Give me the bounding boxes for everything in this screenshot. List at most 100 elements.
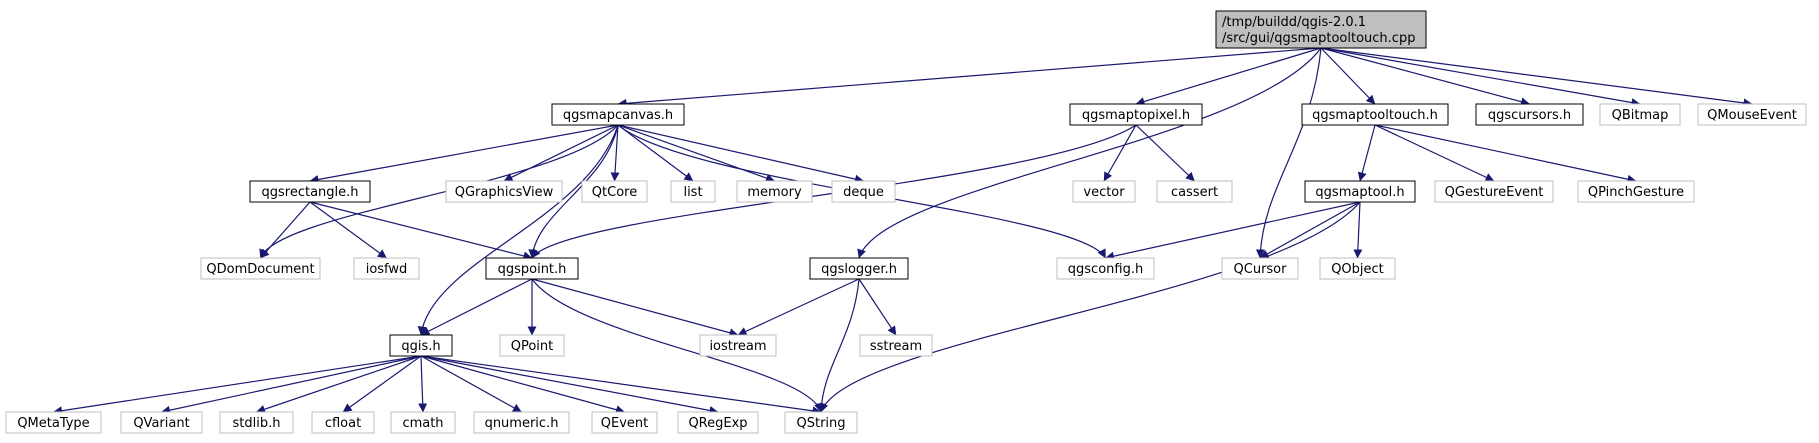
node-iostream: iostream [699, 334, 777, 357]
node-box-qgis-h [389, 334, 453, 357]
node-label: deque [843, 185, 884, 200]
edge-tmp-buildd-qgis-2-0-1-src-gui-qgsmaptooltouch-cpp-to-qgsmaptooltouch-h [1320, 47, 1376, 105]
node-qpinchgesture: QPinchGesture [1577, 180, 1695, 203]
edge-qgsmapcanvas-h-to-qgspoint-h [528, 124, 619, 259]
node-box-stdlib-h [219, 411, 294, 434]
node-iosfwd: iosfwd [353, 257, 420, 280]
node-label: list [683, 185, 702, 200]
node-label: iostream [709, 339, 766, 354]
node-box-iostream [699, 334, 777, 357]
node-label: qgsmaptopixel.h [1082, 108, 1190, 123]
edge-tmp-buildd-qgis-2-0-1-src-gui-qgsmaptooltouch-cpp-to-qbitmap [1320, 47, 1641, 107]
node-label: QRegExp [688, 416, 747, 431]
node-box-memory [736, 180, 813, 203]
node-box-iosfwd [353, 257, 420, 280]
node-qtcore: QtCore [581, 180, 648, 203]
edge-qgis-h-to-cmath [418, 355, 428, 413]
edge-qgspoint-h-to-iostream [531, 278, 739, 338]
node-label: qgsmaptooltouch.h [1312, 108, 1438, 123]
edges-layer [53, 47, 1753, 416]
node-qstring: QString [784, 411, 858, 434]
node-label: qgslogger.h [821, 262, 897, 277]
node-box-qevent [591, 411, 658, 434]
node-label: QMetaType [17, 416, 89, 431]
node-box-qmetatype [5, 411, 102, 434]
node-qregexp: QRegExp [677, 411, 759, 434]
edge-tmp-buildd-qgis-2-0-1-src-gui-qgsmaptooltouch-cpp-to-qmouseevent [1320, 47, 1753, 108]
edge-qgsmaptooltouch-h-to-qgsmaptool-h [1357, 124, 1376, 182]
edge-qgsmaptopixel-h-to-cassert [1135, 124, 1195, 182]
node-label: QGraphicsView [455, 185, 554, 200]
node-qgslogger-h[interactable]: qgslogger.h [809, 257, 909, 280]
node-root-file[interactable]: /tmp/buildd/qgis-2.0.1/src/gui/qgsmaptoo… [1215, 10, 1427, 49]
node-qgsmapcanvas-h[interactable]: qgsmapcanvas.h [551, 103, 685, 126]
node-qdomdocument: QDomDocument [200, 257, 321, 280]
node-box-sstream [859, 334, 933, 357]
node-list: list [670, 180, 716, 203]
node-qcursor: QCursor [1221, 257, 1299, 280]
edge-qgis-h-to-qmetatype [53, 355, 422, 416]
node-box-deque [831, 180, 896, 203]
node-label: cassert [1171, 185, 1218, 200]
edge-qgsmaptool-h-to-qobject [1353, 201, 1363, 259]
node-box-qobject [1319, 257, 1396, 280]
node-qgraphicsview: QGraphicsView [445, 180, 563, 203]
node-box-cfloat [311, 411, 375, 434]
node-label: QGestureEvent [1445, 185, 1544, 200]
node-qmouseevent: QMouseEvent [1697, 103, 1807, 126]
node-label: qgspoint.h [498, 262, 567, 277]
node-label: QVariant [133, 416, 189, 431]
edge-qgsmapcanvas-h-to-qdomdocument [259, 124, 619, 259]
node-qgspoint-h[interactable]: qgspoint.h [485, 257, 579, 280]
node-qgsrectangle-h[interactable]: qgsrectangle.h [249, 180, 371, 203]
node-deque: deque [831, 180, 896, 203]
node-qgsmaptooltouch-h[interactable]: qgsmaptooltouch.h [1301, 103, 1449, 126]
node-box-qvariant [120, 411, 203, 434]
node-box-cmath [390, 411, 456, 434]
node-label: /tmp/buildd/qgis-2.0.1 [1222, 15, 1366, 30]
edge-qgsmaptopixel-h-to-vector [1103, 124, 1137, 182]
node-box-qgsmaptopixel-h [1069, 103, 1203, 126]
node-label: qgsmapcanvas.h [563, 108, 673, 123]
edge-qgsmapcanvas-h-to-qtcore [610, 124, 620, 182]
edge-qgis-h-to-stdlib-h [256, 355, 422, 414]
node-qgis-h[interactable]: qgis.h [389, 334, 453, 357]
node-label: iosfwd [366, 262, 408, 277]
node-stdlib-h: stdlib.h [219, 411, 294, 434]
node-box-qgslogger-h [809, 257, 909, 280]
node-qgsconfig-h: qgsconfig.h [1056, 257, 1155, 280]
node-qgsmaptool-h[interactable]: qgsmaptool.h [1304, 180, 1416, 203]
node-label: QDomDocument [206, 262, 314, 277]
node-box-cassert [1156, 180, 1233, 203]
edge-qgsmaptool-h-to-qgsconfig-h [1105, 201, 1361, 261]
node-qgestureevent: QGestureEvent [1434, 180, 1554, 203]
edge-qgsmapcanvas-h-to-qgraphicsview [503, 124, 619, 182]
node-box-qnumeric-h [473, 411, 570, 434]
edge-qgslogger-h-to-iostream [737, 278, 860, 336]
edge-qgsrectangle-h-to-iosfwd [309, 201, 387, 259]
node-box-qgsrectangle-h [249, 180, 371, 203]
node-qgsmaptopixel-h[interactable]: qgsmaptopixel.h [1069, 103, 1203, 126]
node-box-src-gui-qgsmaptooltouch-cpp [1215, 10, 1427, 49]
node-box-qgsconfig-h [1056, 257, 1155, 280]
edge-qgis-h-to-qevent [420, 355, 625, 415]
node-label: qgis.h [401, 339, 440, 354]
node-box-qgestureevent [1434, 180, 1554, 203]
node-label: QPoint [511, 339, 554, 354]
node-label: QObject [1331, 262, 1384, 277]
edge-tmp-buildd-qgis-2-0-1-src-gui-qgsmaptooltouch-cpp-to-qgsmaptopixel-h [1135, 47, 1322, 106]
edge-tmp-buildd-qgis-2-0-1-src-gui-qgsmaptooltouch-cpp-to-qcursor [1255, 47, 1322, 259]
node-label: memory [747, 185, 802, 200]
edge-qgis-h-to-qvariant [161, 355, 422, 415]
node-label: QBitmap [1612, 108, 1669, 123]
node-label: QMouseEvent [1707, 108, 1797, 123]
edge-qgsrectangle-h-to-qdomdocument [260, 201, 311, 259]
node-box-qgspoint-h [485, 257, 579, 280]
node-cmath: cmath [390, 411, 456, 434]
node-qgscursors-h[interactable]: qgscursors.h [1475, 103, 1584, 126]
edge-qgsmapcanvas-h-to-qgis-h [417, 124, 619, 336]
node-label: qgscursors.h [1488, 108, 1571, 123]
edge-qgsrectangle-h-to-qgspoint-h [309, 201, 533, 261]
node-box-qgraphicsview [445, 180, 563, 203]
